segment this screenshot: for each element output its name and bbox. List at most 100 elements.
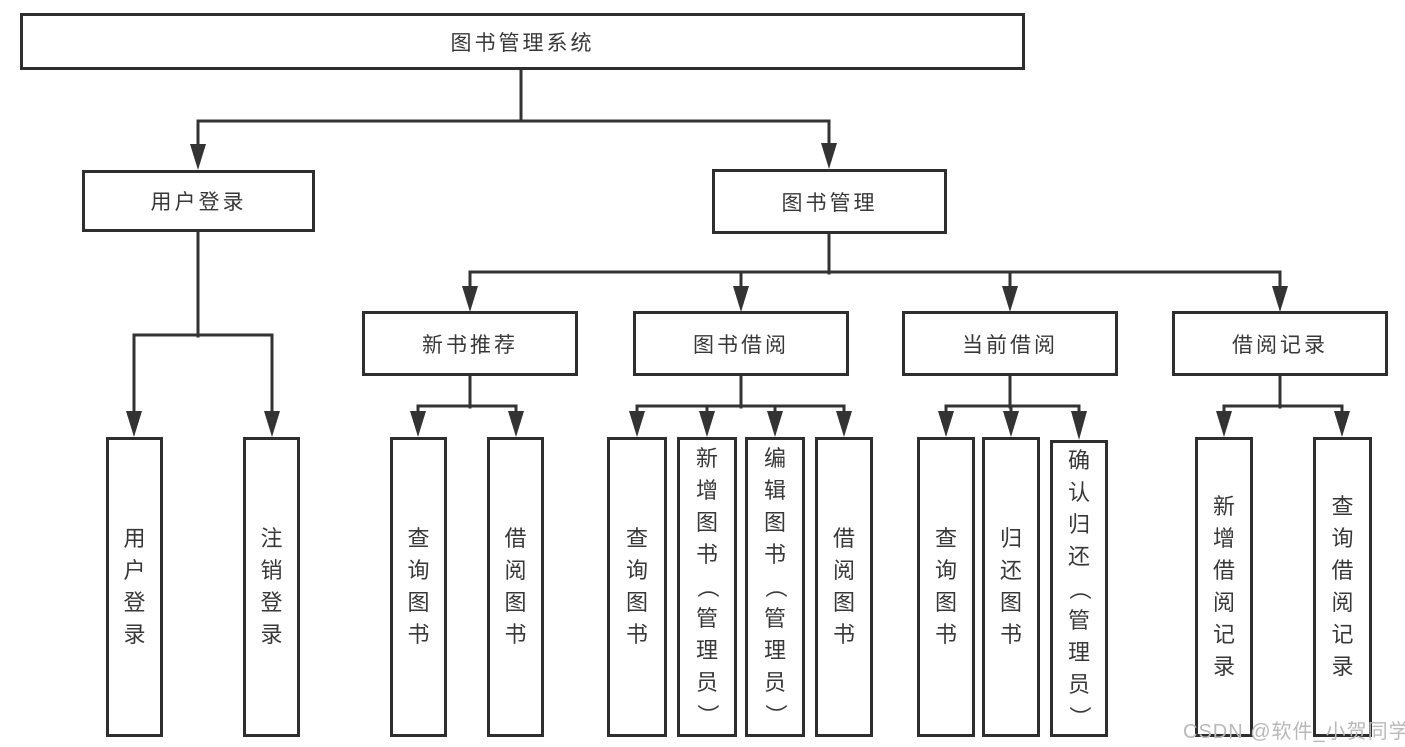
vertical-char: 借	[1331, 558, 1354, 583]
leaf-add-borrow-record: 新增借阅记录	[1195, 437, 1253, 737]
vertical-char: 记	[1212, 622, 1235, 647]
vertical-char: 录	[260, 622, 283, 647]
node-book-management: 图书管理	[712, 169, 947, 234]
vertical-char: 增	[695, 478, 718, 503]
leaf-query-books-borrow: 查询图书	[607, 437, 667, 737]
vertical-char: 图	[763, 510, 786, 535]
vertical-char: 记	[1331, 622, 1354, 647]
node-borrowing-records: 借阅记录	[1172, 311, 1388, 376]
vertical-char: 还	[1067, 543, 1090, 569]
arrowhead-icon	[821, 143, 837, 169]
vertical-char: 图	[934, 590, 957, 615]
connector-new-book-children	[410, 373, 524, 437]
leaf-borrow-books-recommend: 借阅图书	[487, 437, 544, 737]
vertical-char: 注	[260, 526, 283, 551]
vertical-char: 理	[763, 638, 786, 663]
vertical-char: 图	[999, 590, 1022, 615]
arrowhead-icon	[508, 411, 524, 437]
vertical-char: 登	[260, 590, 283, 615]
vertical-char: （	[762, 575, 788, 599]
vertical-char: 新	[695, 446, 718, 471]
vertical-char: 户	[123, 558, 146, 583]
vertical-char: 录	[1331, 654, 1354, 679]
vertical-char: 归	[999, 526, 1022, 551]
connector-borrow-records-children	[1216, 373, 1350, 437]
vertical-char: 员	[1067, 671, 1090, 697]
vertical-char: 询	[625, 558, 648, 583]
vertical-char: 录	[1212, 654, 1235, 679]
vertical-char: 阅	[1331, 590, 1354, 615]
arrowhead-icon	[1272, 286, 1288, 312]
vertical-char: 书	[763, 542, 786, 567]
leaf-user-login: 用户登录	[106, 437, 163, 737]
vertical-char: 图	[832, 590, 855, 615]
vertical-char: ）	[694, 703, 720, 727]
leaf-query-borrow-record: 查询借阅记录	[1313, 437, 1372, 737]
leaf-add-books-admin: 新增图书（管理员）	[677, 437, 737, 737]
vertical-char: 图	[407, 590, 430, 615]
vertical-char: 书	[999, 622, 1022, 647]
arrowhead-icon	[938, 411, 954, 437]
vertical-char: 书	[625, 622, 648, 647]
vertical-char: 员	[695, 670, 718, 695]
vertical-char: 理	[695, 638, 718, 663]
node-library-management-system: 图书管理系统	[20, 13, 1025, 70]
vertical-char: 用	[123, 526, 146, 551]
vertical-char: 增	[1212, 526, 1235, 551]
arrowhead-icon	[767, 411, 783, 437]
arrowhead-icon	[1216, 411, 1232, 437]
arrowhead-icon	[410, 411, 426, 437]
leaf-query-books-current: 查询图书	[917, 437, 975, 737]
vertical-char: 询	[1331, 526, 1354, 551]
vertical-char: 书	[934, 622, 957, 647]
vertical-char: 书	[832, 622, 855, 647]
arrowhead-icon	[699, 411, 715, 437]
vertical-char: 借	[504, 526, 527, 551]
vertical-char: 查	[934, 526, 957, 551]
arrowhead-icon	[836, 411, 852, 437]
arrowhead-icon	[462, 286, 478, 312]
vertical-char: 查	[625, 526, 648, 551]
leaf-logout: 注销登录	[243, 437, 300, 737]
connector-book-mgmt-children	[462, 232, 1288, 312]
arrowhead-icon	[264, 411, 280, 437]
vertical-char: 询	[407, 558, 430, 583]
vertical-char: 新	[1212, 494, 1235, 519]
vertical-char: 书	[407, 622, 430, 647]
vertical-char: ）	[1066, 705, 1092, 728]
connector-root-to-level2	[190, 68, 837, 170]
vertical-char: 管	[695, 606, 718, 631]
node-user-login: 用户登录	[82, 170, 315, 232]
vertical-char: 理	[1067, 639, 1090, 665]
vertical-char: 询	[934, 558, 957, 583]
vertical-char: 查	[407, 526, 430, 551]
vertical-char: 登	[123, 590, 146, 615]
vertical-char: 借	[1212, 558, 1235, 583]
vertical-char: 书	[504, 622, 527, 647]
leaf-query-books-recommend: 查询图书	[390, 437, 447, 737]
connector-current-borrow-children	[938, 373, 1087, 440]
arrowhead-icon	[733, 286, 749, 312]
vertical-char: 销	[260, 558, 283, 583]
arrowhead-icon	[629, 411, 645, 437]
leaf-borrow-books: 借阅图书	[815, 437, 873, 737]
vertical-char: 辑	[763, 478, 786, 503]
leaf-edit-books-admin: 编辑图书（管理员）	[745, 437, 805, 737]
leaf-return-books: 归还图书	[982, 437, 1040, 737]
vertical-char: 认	[1067, 479, 1090, 505]
arrowhead-icon	[1334, 411, 1350, 437]
vertical-char: ）	[762, 703, 788, 727]
vertical-char: 录	[123, 622, 146, 647]
arrowhead-icon	[190, 144, 206, 170]
node-current-borrowing: 当前借阅	[902, 311, 1118, 376]
connector-book-borrow-children	[629, 373, 852, 437]
arrowhead-icon	[1071, 411, 1087, 440]
vertical-char: 阅	[504, 558, 527, 583]
vertical-char: 编	[763, 446, 786, 471]
vertical-char: 图	[504, 590, 527, 615]
arrowhead-icon	[1003, 411, 1019, 437]
vertical-char: 图	[695, 510, 718, 535]
vertical-char: 借	[832, 526, 855, 551]
